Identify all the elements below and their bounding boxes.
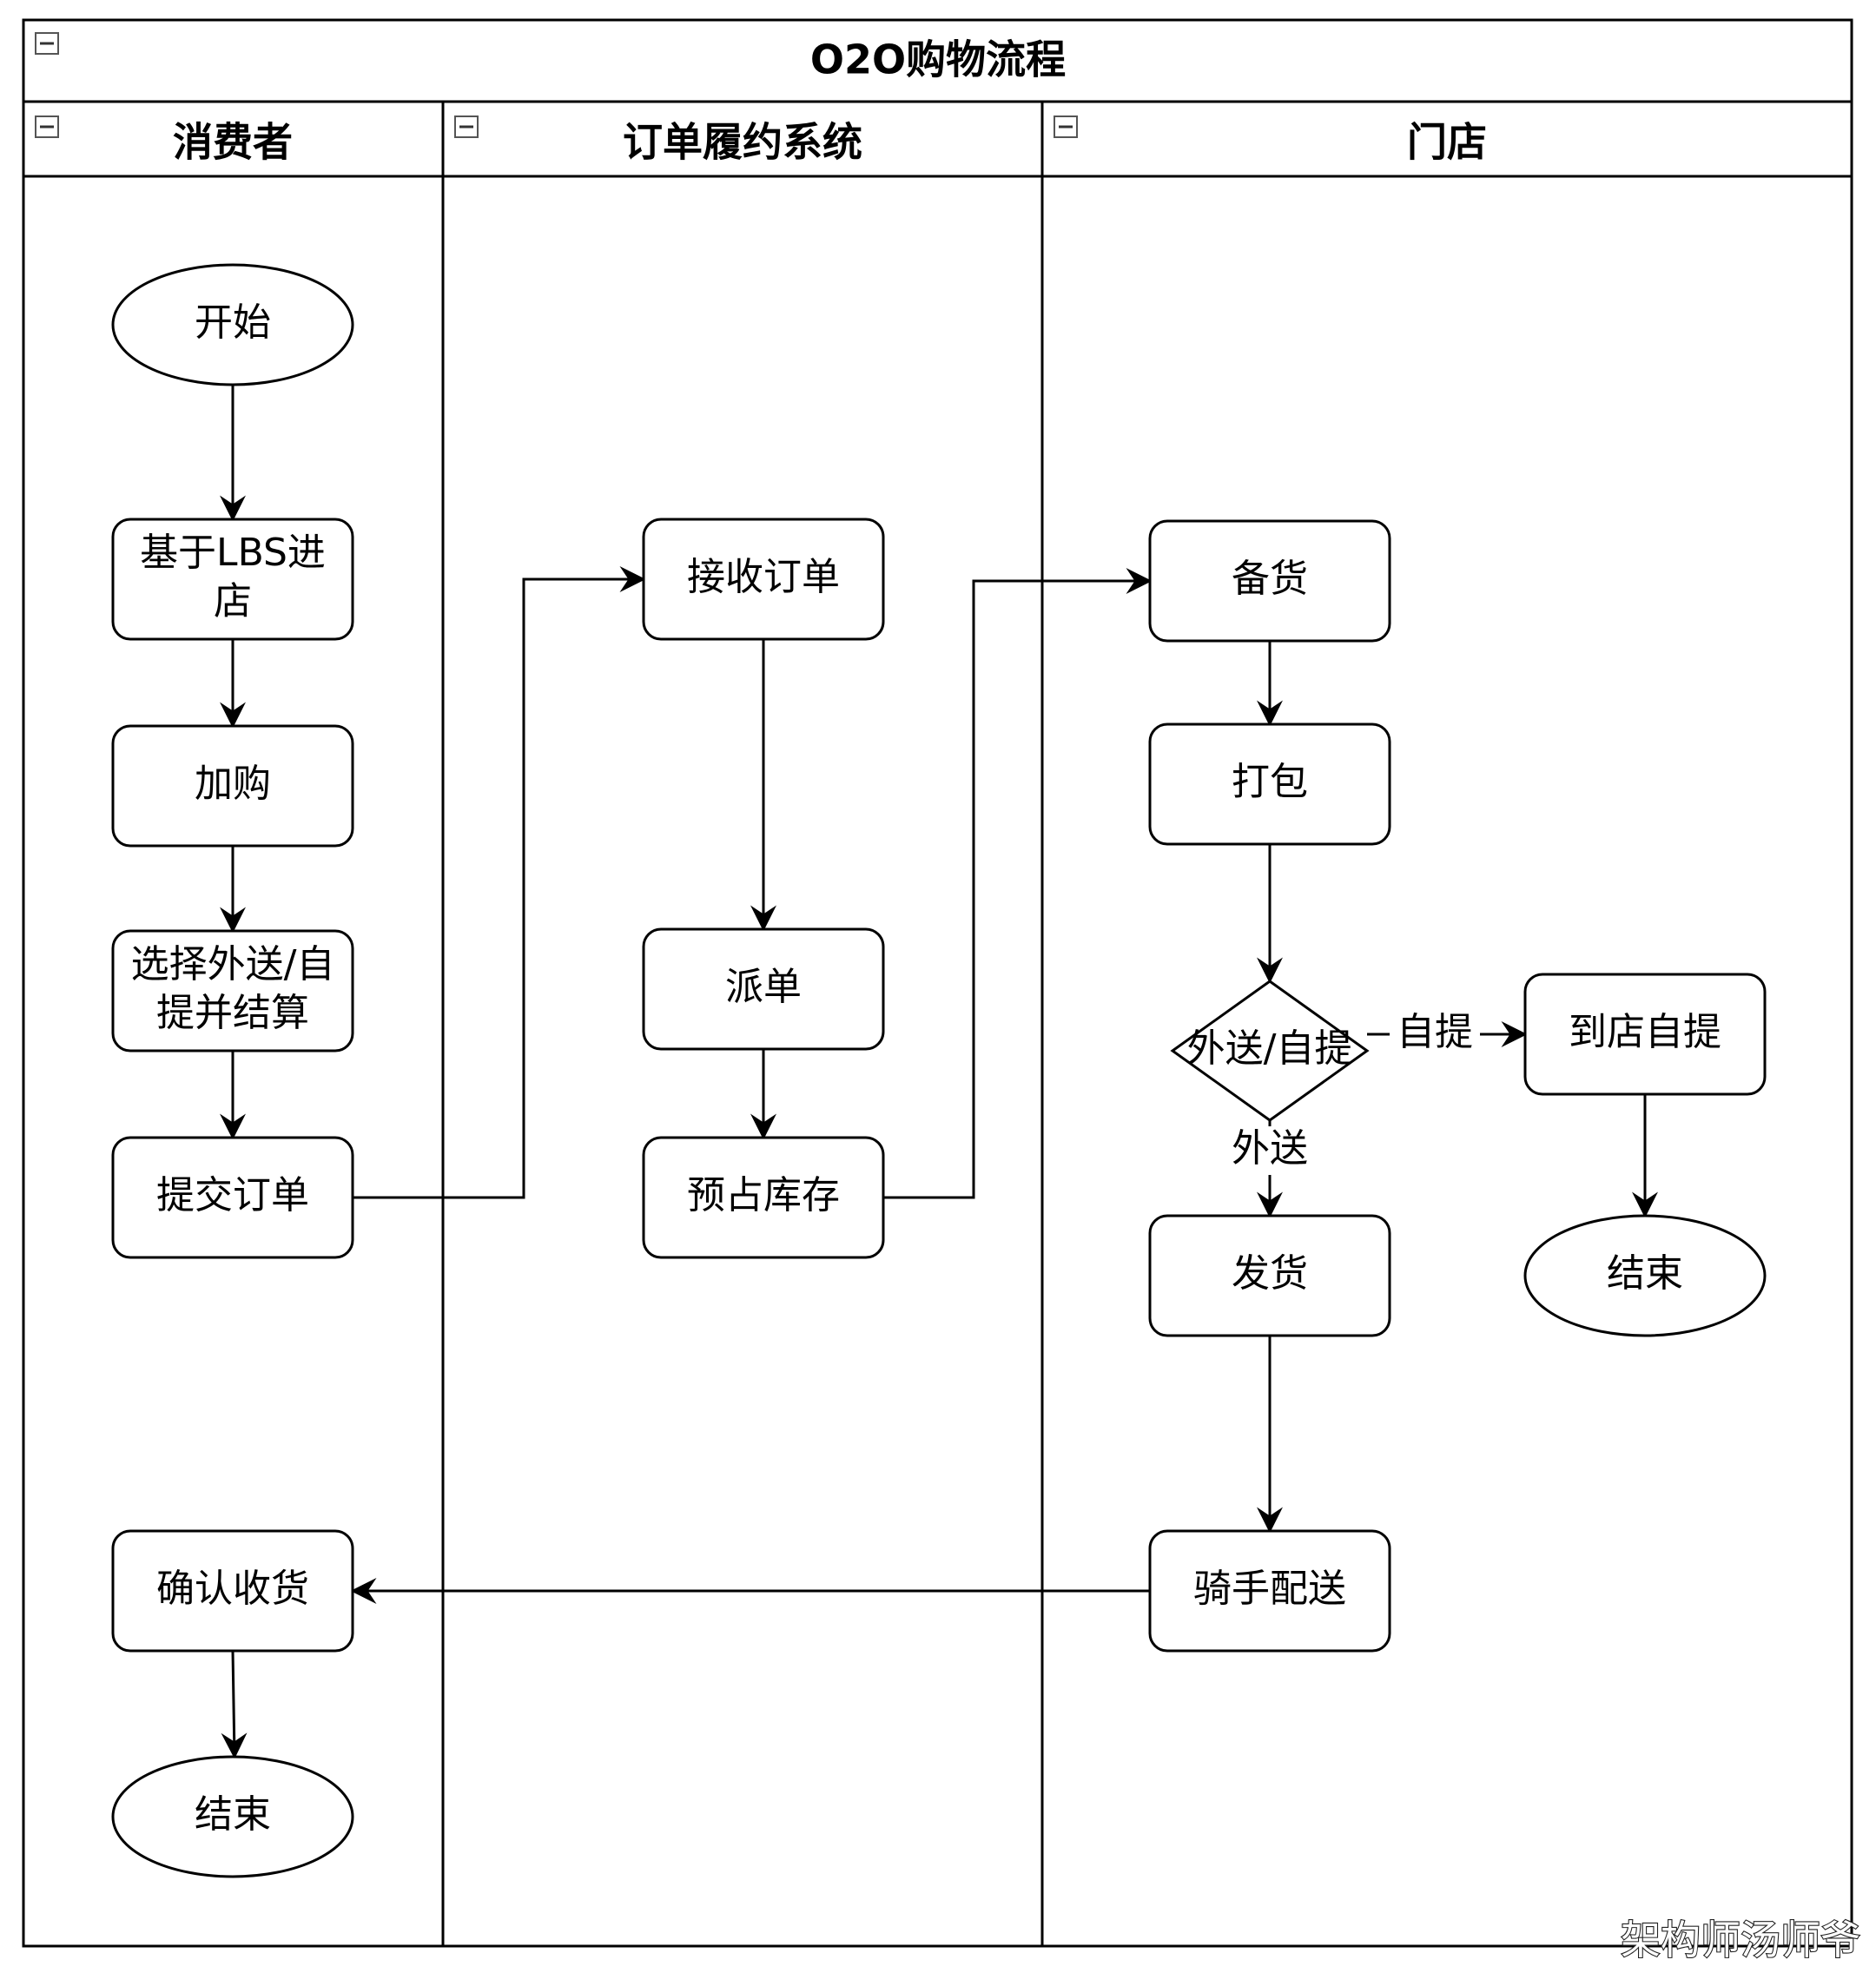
lane-header-store: 门店	[1407, 119, 1487, 166]
edge-label-bg-decision-ship	[1225, 1126, 1315, 1175]
node-add_cart[interactable]: 加购	[111, 724, 354, 848]
node-reserve[interactable]: 预占库存	[642, 1136, 885, 1259]
node-label-rider: 骑手配送	[1193, 1567, 1346, 1611]
node-label-confirm: 确认收货	[156, 1567, 309, 1611]
node-label-add_cart: 加购	[195, 762, 271, 806]
node-prepare[interactable]: 备货	[1148, 519, 1391, 643]
node-shape-rider	[1148, 1529, 1391, 1653]
node-shape-lbs	[111, 518, 354, 641]
lane-consumer-collapse-icon[interactable]	[35, 115, 59, 138]
node-label-pickup: 到店自提	[1569, 1010, 1721, 1054]
edge-label-decision-pickup: 自提	[1397, 1010, 1473, 1054]
node-label-pack: 打包	[1232, 760, 1308, 804]
node-pack[interactable]: 打包	[1148, 723, 1391, 846]
node-shape-submit	[111, 1136, 354, 1259]
node-shape-confirm	[111, 1529, 354, 1653]
node-ship[interactable]: 发货	[1148, 1214, 1391, 1337]
node-shape-prepare	[1148, 519, 1391, 643]
node-pickup[interactable]: 到店自提	[1523, 973, 1767, 1096]
node-shape-end2	[1523, 1214, 1767, 1337]
node-shape-end1	[111, 1755, 354, 1878]
edge-reserve-prepare	[883, 568, 1153, 1199]
node-label-end1: 结束	[195, 1792, 271, 1837]
node-label-ship: 发货	[1232, 1251, 1308, 1296]
node-label-decision: 外送/自提	[1187, 1026, 1353, 1071]
edge-confirm-end1	[221, 1650, 248, 1759]
node-shape-choose	[111, 929, 354, 1052]
node-label-dispatch: 派单	[725, 965, 802, 1009]
node-label-end2: 结束	[1607, 1251, 1683, 1296]
node-submit[interactable]: 提交订单	[111, 1136, 354, 1259]
node-label-receive: 接收订单	[687, 555, 840, 599]
node-shape-dispatch	[642, 927, 885, 1051]
diagram-title: O2O购物流程	[810, 36, 1066, 83]
nodes-layer: 开始基于LBS进店加购选择外送/自提并结算提交订单确认收货结束接收订单派单预占库…	[111, 263, 1767, 1878]
node-label-prepare: 备货	[1232, 557, 1308, 601]
node-start[interactable]: 开始	[111, 263, 354, 386]
node-label-lbs: 店	[214, 579, 252, 624]
node-end2[interactable]: 结束	[1523, 1214, 1767, 1337]
edge-submit-receive	[353, 566, 646, 1199]
lane-oms-collapse-icon[interactable]	[454, 115, 479, 138]
node-shape-receive	[642, 518, 885, 641]
node-shape-pack	[1148, 723, 1391, 846]
pool-collapse-icon[interactable]	[35, 32, 59, 55]
node-shape-start	[111, 263, 354, 386]
node-receive[interactable]: 接收订单	[642, 518, 885, 641]
node-label-start: 开始	[195, 300, 271, 345]
node-shape-decision	[1170, 980, 1370, 1122]
node-label-lbs: 基于LBS进	[140, 531, 326, 575]
lane-header-oms: 订单履约系统	[623, 119, 862, 166]
lane-header-consumer: 消费者	[173, 119, 293, 166]
node-end1[interactable]: 结束	[111, 1755, 354, 1878]
watermark: 架构师汤师爷	[1621, 1917, 1860, 1963]
node-label-reserve: 预占库存	[687, 1173, 840, 1217]
node-shape-pickup	[1523, 973, 1767, 1096]
pool-frame	[22, 18, 1853, 1948]
edge-label-decision-ship: 外送	[1232, 1126, 1308, 1171]
node-shape-add_cart	[111, 724, 354, 848]
node-dispatch[interactable]: 派单	[642, 927, 885, 1051]
node-shape-ship	[1148, 1214, 1391, 1337]
node-label-choose: 提并结算	[156, 991, 309, 1035]
edge-label-bg-decision-pickup	[1390, 1010, 1480, 1059]
node-rider[interactable]: 骑手配送	[1148, 1529, 1391, 1653]
edges-layer	[220, 385, 1658, 1759]
lane-store-collapse-icon[interactable]	[1054, 115, 1078, 138]
node-shape-reserve	[642, 1136, 885, 1259]
node-label-submit: 提交订单	[156, 1173, 309, 1217]
node-decision[interactable]: 外送/自提	[1170, 980, 1370, 1122]
node-label-choose: 选择外送/自	[131, 942, 335, 986]
node-confirm[interactable]: 确认收货	[111, 1529, 354, 1653]
